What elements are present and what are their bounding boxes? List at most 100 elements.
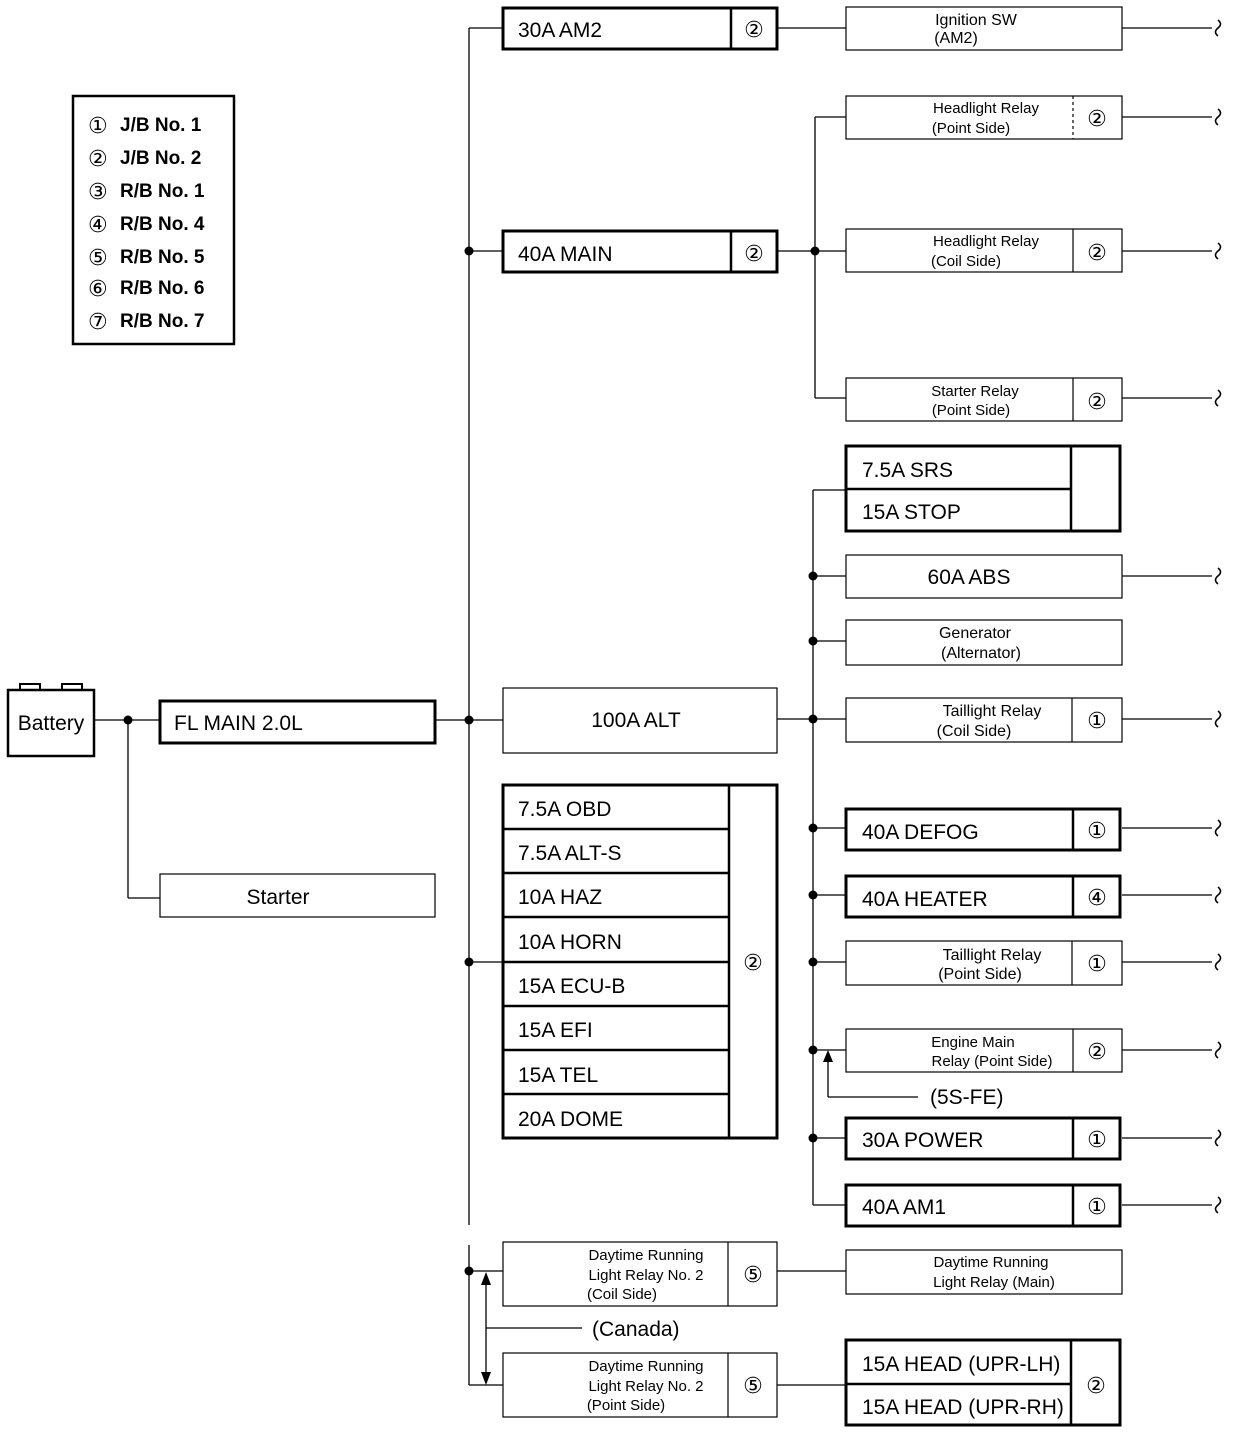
- legend-num: ③: [88, 180, 108, 205]
- load-line: (Point Side): [932, 120, 1010, 137]
- box-number: ①: [1087, 819, 1107, 844]
- box-number: ④: [1087, 886, 1107, 911]
- box-number: ②: [743, 951, 763, 976]
- legend-label: R/B No. 6: [120, 278, 204, 299]
- generator: Generator (Alternator): [845, 619, 1123, 666]
- legend-box: [71, 94, 236, 346]
- fuse-heater: 40A HEATER ④: [844, 874, 1122, 919]
- legend-num: ②: [88, 147, 108, 172]
- legend-num: ④: [88, 213, 108, 238]
- taillight-relay-point: Taillight Relay (Point Side) ①: [845, 940, 1123, 986]
- legend: ① J/B No. 1 ② J/B No. 2 ③ R/B No. 1 ④ R/…: [71, 94, 236, 346]
- legend-label: R/B No. 4: [120, 214, 205, 235]
- taillight-relay-coil: Taillight Relay (Coil Side) ①: [845, 697, 1123, 743]
- relay-line: Light Relay No. 2: [588, 1267, 703, 1284]
- ignition-switch: Ignition SW (AM2): [845, 6, 1123, 51]
- headlight-relay-coil: Headlight Relay (Coil Side) ②: [845, 228, 1123, 273]
- legend-num: ⑦: [88, 310, 108, 335]
- legend-num: ⑥: [88, 277, 108, 302]
- box-number: ②: [1087, 107, 1107, 132]
- box-number: ①: [1087, 1128, 1107, 1153]
- box-number: ②: [744, 18, 764, 43]
- fuse-group-srs-stop: 7.5A SRS 15A STOP: [844, 444, 1122, 533]
- fuse-group-head: 15A HEAD (UPR-LH) 15A HEAD (UPR-RH) ②: [844, 1338, 1122, 1427]
- load-line: (Coil Side): [937, 723, 1012, 740]
- drl-relay-point: Daytime Running Light Relay No. 2 (Point…: [502, 1352, 778, 1418]
- box-number: ②: [1087, 390, 1107, 415]
- fuse-power: 30A POWER ①: [844, 1116, 1122, 1161]
- relay-line: Daytime Running: [588, 1247, 703, 1264]
- load-line: (Point Side): [932, 402, 1010, 419]
- drl-relay-main: Daytime Running Light Relay (Main): [845, 1249, 1123, 1295]
- box-number: ②: [1087, 1040, 1107, 1065]
- box-number: ⑤: [743, 1263, 763, 1288]
- fuse-label: 15A HEAD (UPR-RH): [862, 1396, 1064, 1419]
- load-line: Taillight Relay: [943, 703, 1042, 720]
- continuation-marks: [1214, 19, 1222, 1214]
- legend-label: J/B No. 2: [120, 148, 201, 169]
- fuse-label: 7.5A ALT-S: [518, 842, 622, 865]
- legend-label: R/B No. 7: [120, 311, 204, 332]
- load-line: Headlight Relay: [933, 100, 1039, 117]
- box-number: ①: [1087, 952, 1107, 977]
- load-line: Engine Main: [931, 1034, 1014, 1051]
- battery: Battery: [6, 683, 96, 758]
- box-number: ②: [1087, 241, 1107, 266]
- fuse-am1: 40A AM1 ①: [844, 1183, 1122, 1228]
- starter: Starter: [159, 873, 436, 918]
- fuse-group-jb2: 7.5A OBD 7.5A ALT-S 10A HAZ 10A HORN 15A…: [501, 783, 779, 1140]
- load-line: Starter Relay: [931, 383, 1019, 400]
- load-line: Relay (Point Side): [932, 1053, 1053, 1070]
- legend-label: R/B No. 5: [120, 247, 205, 268]
- junction-dots: [123, 246, 820, 1276]
- fuse-label: 15A STOP: [862, 501, 961, 524]
- fuse-label: 30A POWER: [862, 1129, 983, 1152]
- legend-num: ⑤: [88, 246, 108, 271]
- engine-variant-note: (5S-FE): [930, 1086, 1004, 1109]
- region-note: (Canada): [592, 1318, 680, 1341]
- load-line: Taillight Relay: [943, 947, 1042, 964]
- box-number: ②: [1086, 1374, 1106, 1399]
- starter-relay-point: Starter Relay (Point Side) ②: [845, 377, 1123, 422]
- arrow-heads: [481, 1050, 833, 1385]
- relay-line: Daytime Running: [588, 1358, 703, 1375]
- legend-num: ①: [88, 114, 108, 139]
- fuse-label: 15A ECU-B: [518, 975, 625, 998]
- fuse-label: 100A ALT: [591, 709, 681, 732]
- load-line: Daytime Running: [933, 1254, 1048, 1271]
- fuse-label: 40A DEFOG: [862, 821, 979, 844]
- fuse-label: 15A EFI: [518, 1019, 593, 1042]
- fuse-label: 40A MAIN: [518, 243, 613, 266]
- fuse-label: 20A DOME: [518, 1108, 623, 1131]
- fuse-label: 30A AM2: [518, 19, 602, 42]
- arrow-up-icon: [823, 1050, 833, 1062]
- arrow-down-icon: [481, 1372, 491, 1385]
- fuse-abs: 60A ABS: [845, 554, 1123, 599]
- relay-line: Light Relay No. 2: [588, 1378, 703, 1395]
- engine-main-relay: Engine Main Relay (Point Side) ②: [845, 1028, 1123, 1073]
- fl-main-fuse: FL MAIN 2.0L: [158, 699, 437, 745]
- box-number: ⑤: [743, 1374, 763, 1399]
- fl-main-label: FL MAIN 2.0L: [174, 712, 303, 735]
- fuse-alt: 100A ALT: [502, 687, 778, 754]
- load-line: (Point Side): [938, 966, 1022, 983]
- fuse-defog: 40A DEFOG ①: [844, 807, 1122, 852]
- fuse-label: 15A TEL: [518, 1064, 598, 1087]
- legend-label: J/B No. 1: [120, 115, 202, 136]
- load-line: Light Relay (Main): [933, 1274, 1055, 1291]
- relay-line: (Coil Side): [587, 1286, 657, 1303]
- legend-label: R/B No. 1: [120, 181, 205, 202]
- box-number: ②: [744, 242, 764, 267]
- fuse-label: 40A HEATER: [862, 888, 988, 911]
- drl-relay-coil: Daytime Running Light Relay No. 2 (Coil …: [502, 1241, 778, 1307]
- relay-line: (Point Side): [587, 1397, 665, 1414]
- load-line: (AM2): [934, 30, 978, 47]
- fuse-label: 7.5A OBD: [518, 798, 611, 821]
- box-number: ①: [1087, 1195, 1107, 1220]
- load-line: Generator: [939, 625, 1012, 642]
- fuse-label: 10A HORN: [518, 931, 622, 954]
- load-line: (Coil Side): [931, 253, 1001, 270]
- fuse-label: 40A AM1: [862, 1196, 946, 1219]
- starter-label: Starter: [246, 886, 309, 909]
